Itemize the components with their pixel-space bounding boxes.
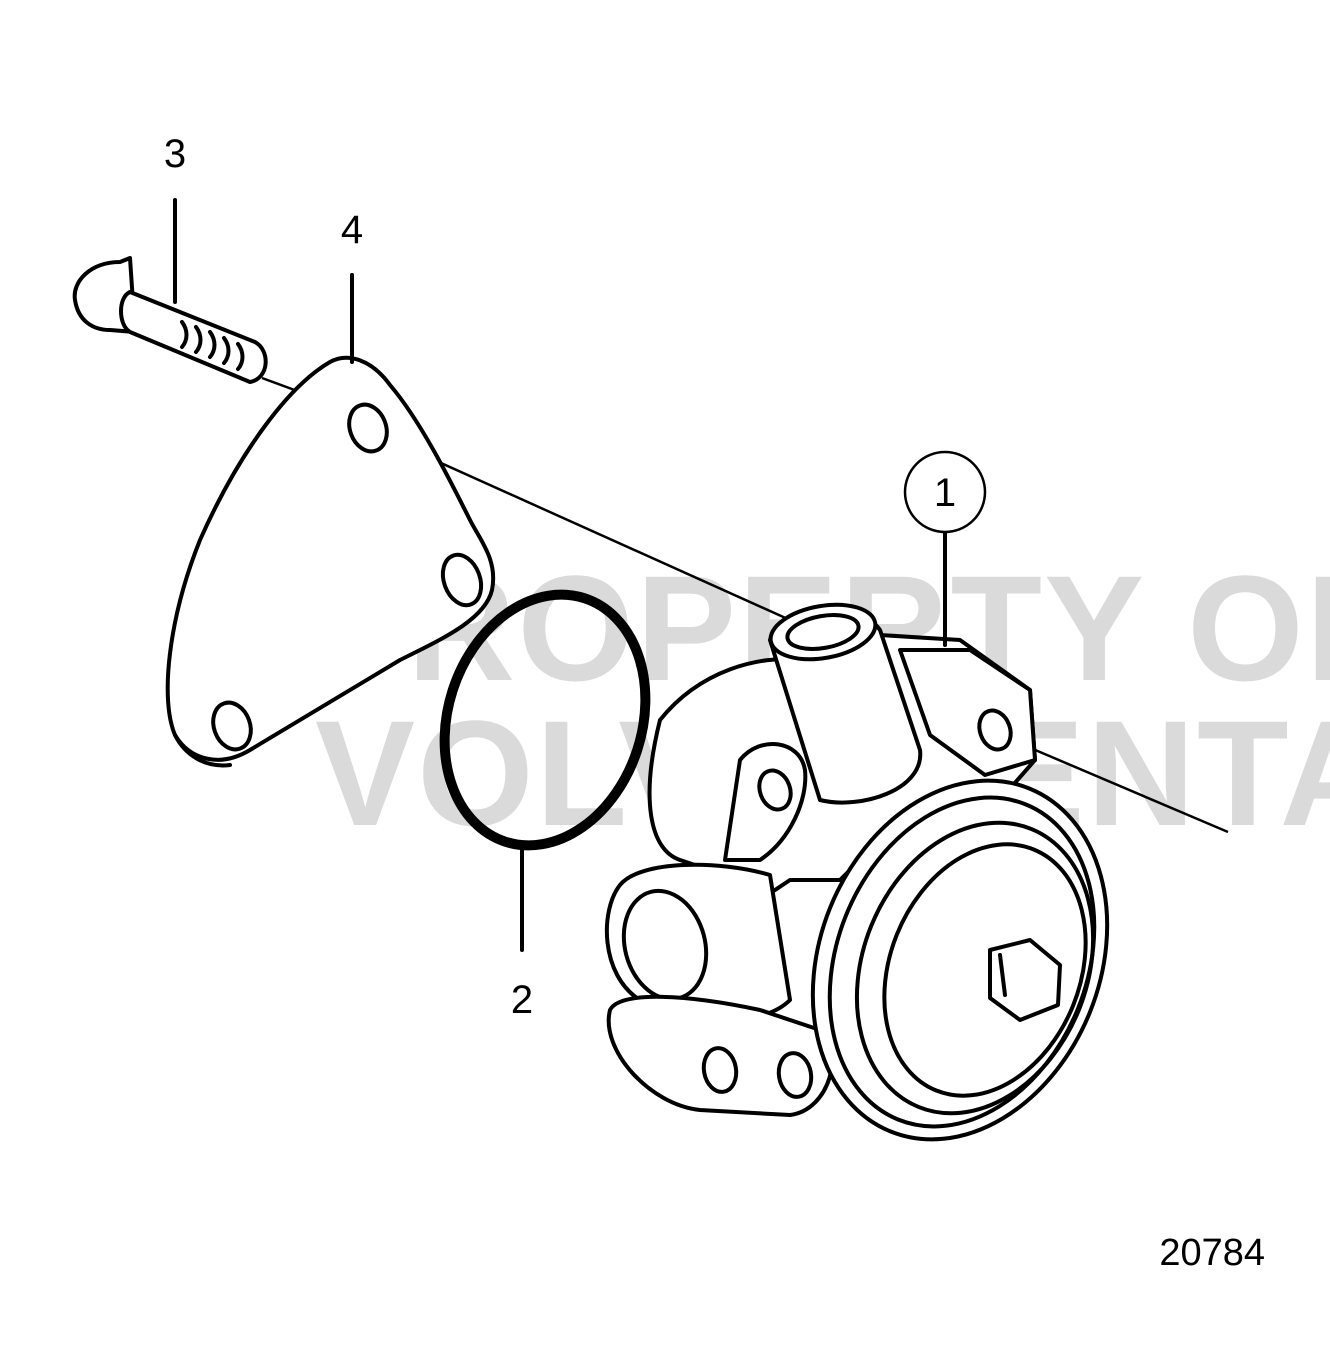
cover-hole-top bbox=[347, 402, 389, 454]
part-pump-housing bbox=[604, 602, 1110, 1142]
bottom-hole-right bbox=[776, 1051, 814, 1099]
part-bolt bbox=[72, 256, 268, 384]
callouts: 1 2 3 4 bbox=[164, 132, 987, 1022]
part-cover-plate bbox=[165, 355, 496, 768]
callout-2: 2 bbox=[511, 978, 533, 1022]
flange-hole-right bbox=[977, 708, 1013, 752]
figure-number: 20784 bbox=[1159, 1232, 1265, 1274]
end-cap-hex-nut bbox=[988, 938, 1062, 1022]
cover-hole-right bbox=[440, 552, 484, 608]
o-ring bbox=[439, 589, 651, 851]
callout-1-circle bbox=[903, 450, 987, 534]
callout-1: 1 bbox=[934, 471, 956, 515]
pump-end-cover-inner bbox=[854, 820, 1096, 1116]
bolt-shank bbox=[119, 290, 268, 384]
bolt-axis-line-3 bbox=[999, 733, 1229, 834]
bolt-threads bbox=[180, 320, 245, 371]
cover-plate-edge bbox=[173, 733, 232, 768]
leader-lines bbox=[173, 198, 947, 952]
cover-plate-body bbox=[165, 355, 496, 762]
cover-hole-bottom bbox=[211, 700, 253, 752]
hex-nut-face-edge bbox=[998, 953, 1007, 997]
pump-end-cap bbox=[882, 842, 1088, 1098]
callout-4: 4 bbox=[341, 208, 363, 252]
callout-3: 3 bbox=[164, 132, 186, 176]
fitting-port-thread bbox=[785, 613, 861, 651]
bottom-hole-left bbox=[701, 1046, 739, 1094]
ear-hole bbox=[757, 768, 793, 812]
part-o-ring bbox=[439, 589, 651, 851]
